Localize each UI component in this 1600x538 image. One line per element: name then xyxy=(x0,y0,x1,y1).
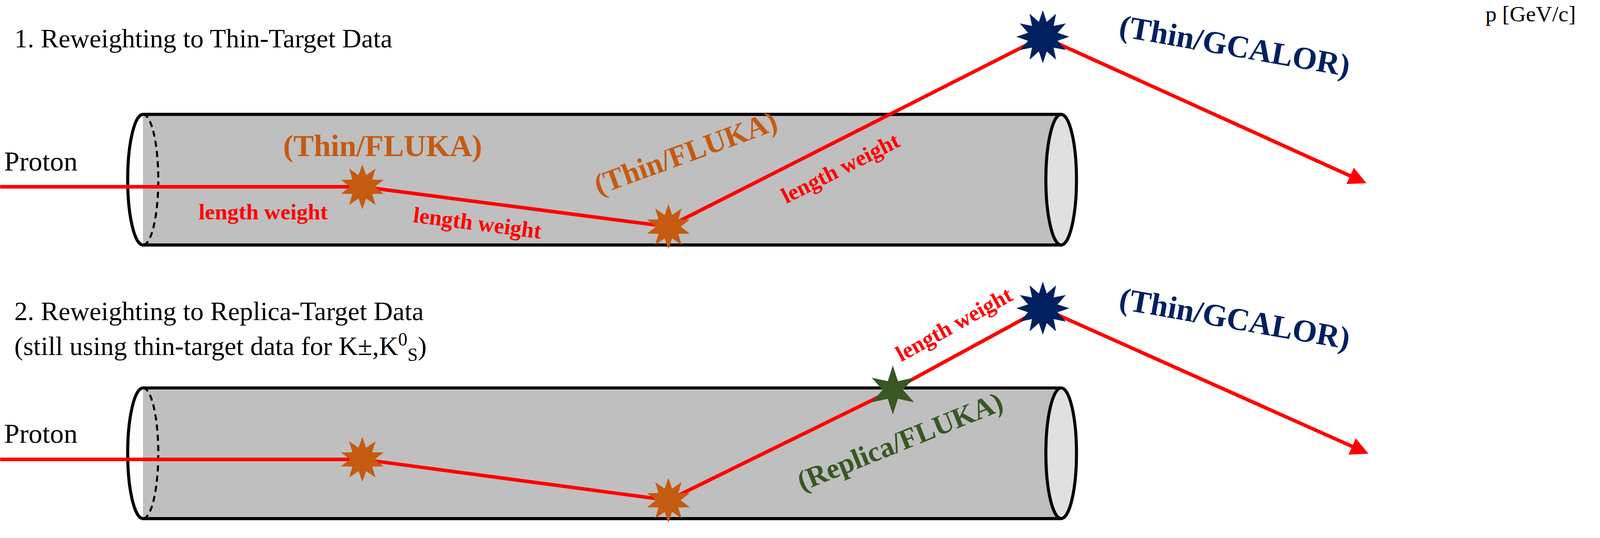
particle-label: Proton xyxy=(3,418,78,449)
weight-label: length weight xyxy=(198,199,328,225)
interaction-star xyxy=(647,203,691,249)
axis-label: p [GeV/c] xyxy=(1485,1,1576,27)
interaction-star xyxy=(340,164,384,210)
target-cylinder xyxy=(127,387,1077,519)
interaction-star xyxy=(1016,281,1070,335)
particle-track xyxy=(0,307,1365,500)
section-note: (still using thin-target data for K±,K0S… xyxy=(14,329,428,365)
model-label: (Thin/GCALOR) xyxy=(1116,8,1353,84)
model-label: (Thin/FLUKA) xyxy=(283,129,482,163)
particle-track xyxy=(0,36,1363,227)
interaction-star xyxy=(340,436,384,482)
particle-label: Proton xyxy=(3,145,78,177)
section-heading: 2. Reweighting to Replica-Target Data xyxy=(14,296,425,326)
interaction-star xyxy=(871,365,914,415)
model-label: (Thin/GCALOR) xyxy=(1116,281,1353,356)
interaction-star xyxy=(1016,9,1070,63)
interaction-star xyxy=(647,477,691,523)
weight-label: length weight xyxy=(891,282,1017,367)
section-heading: 1. Reweighting to Thin-Target Data xyxy=(14,24,393,54)
